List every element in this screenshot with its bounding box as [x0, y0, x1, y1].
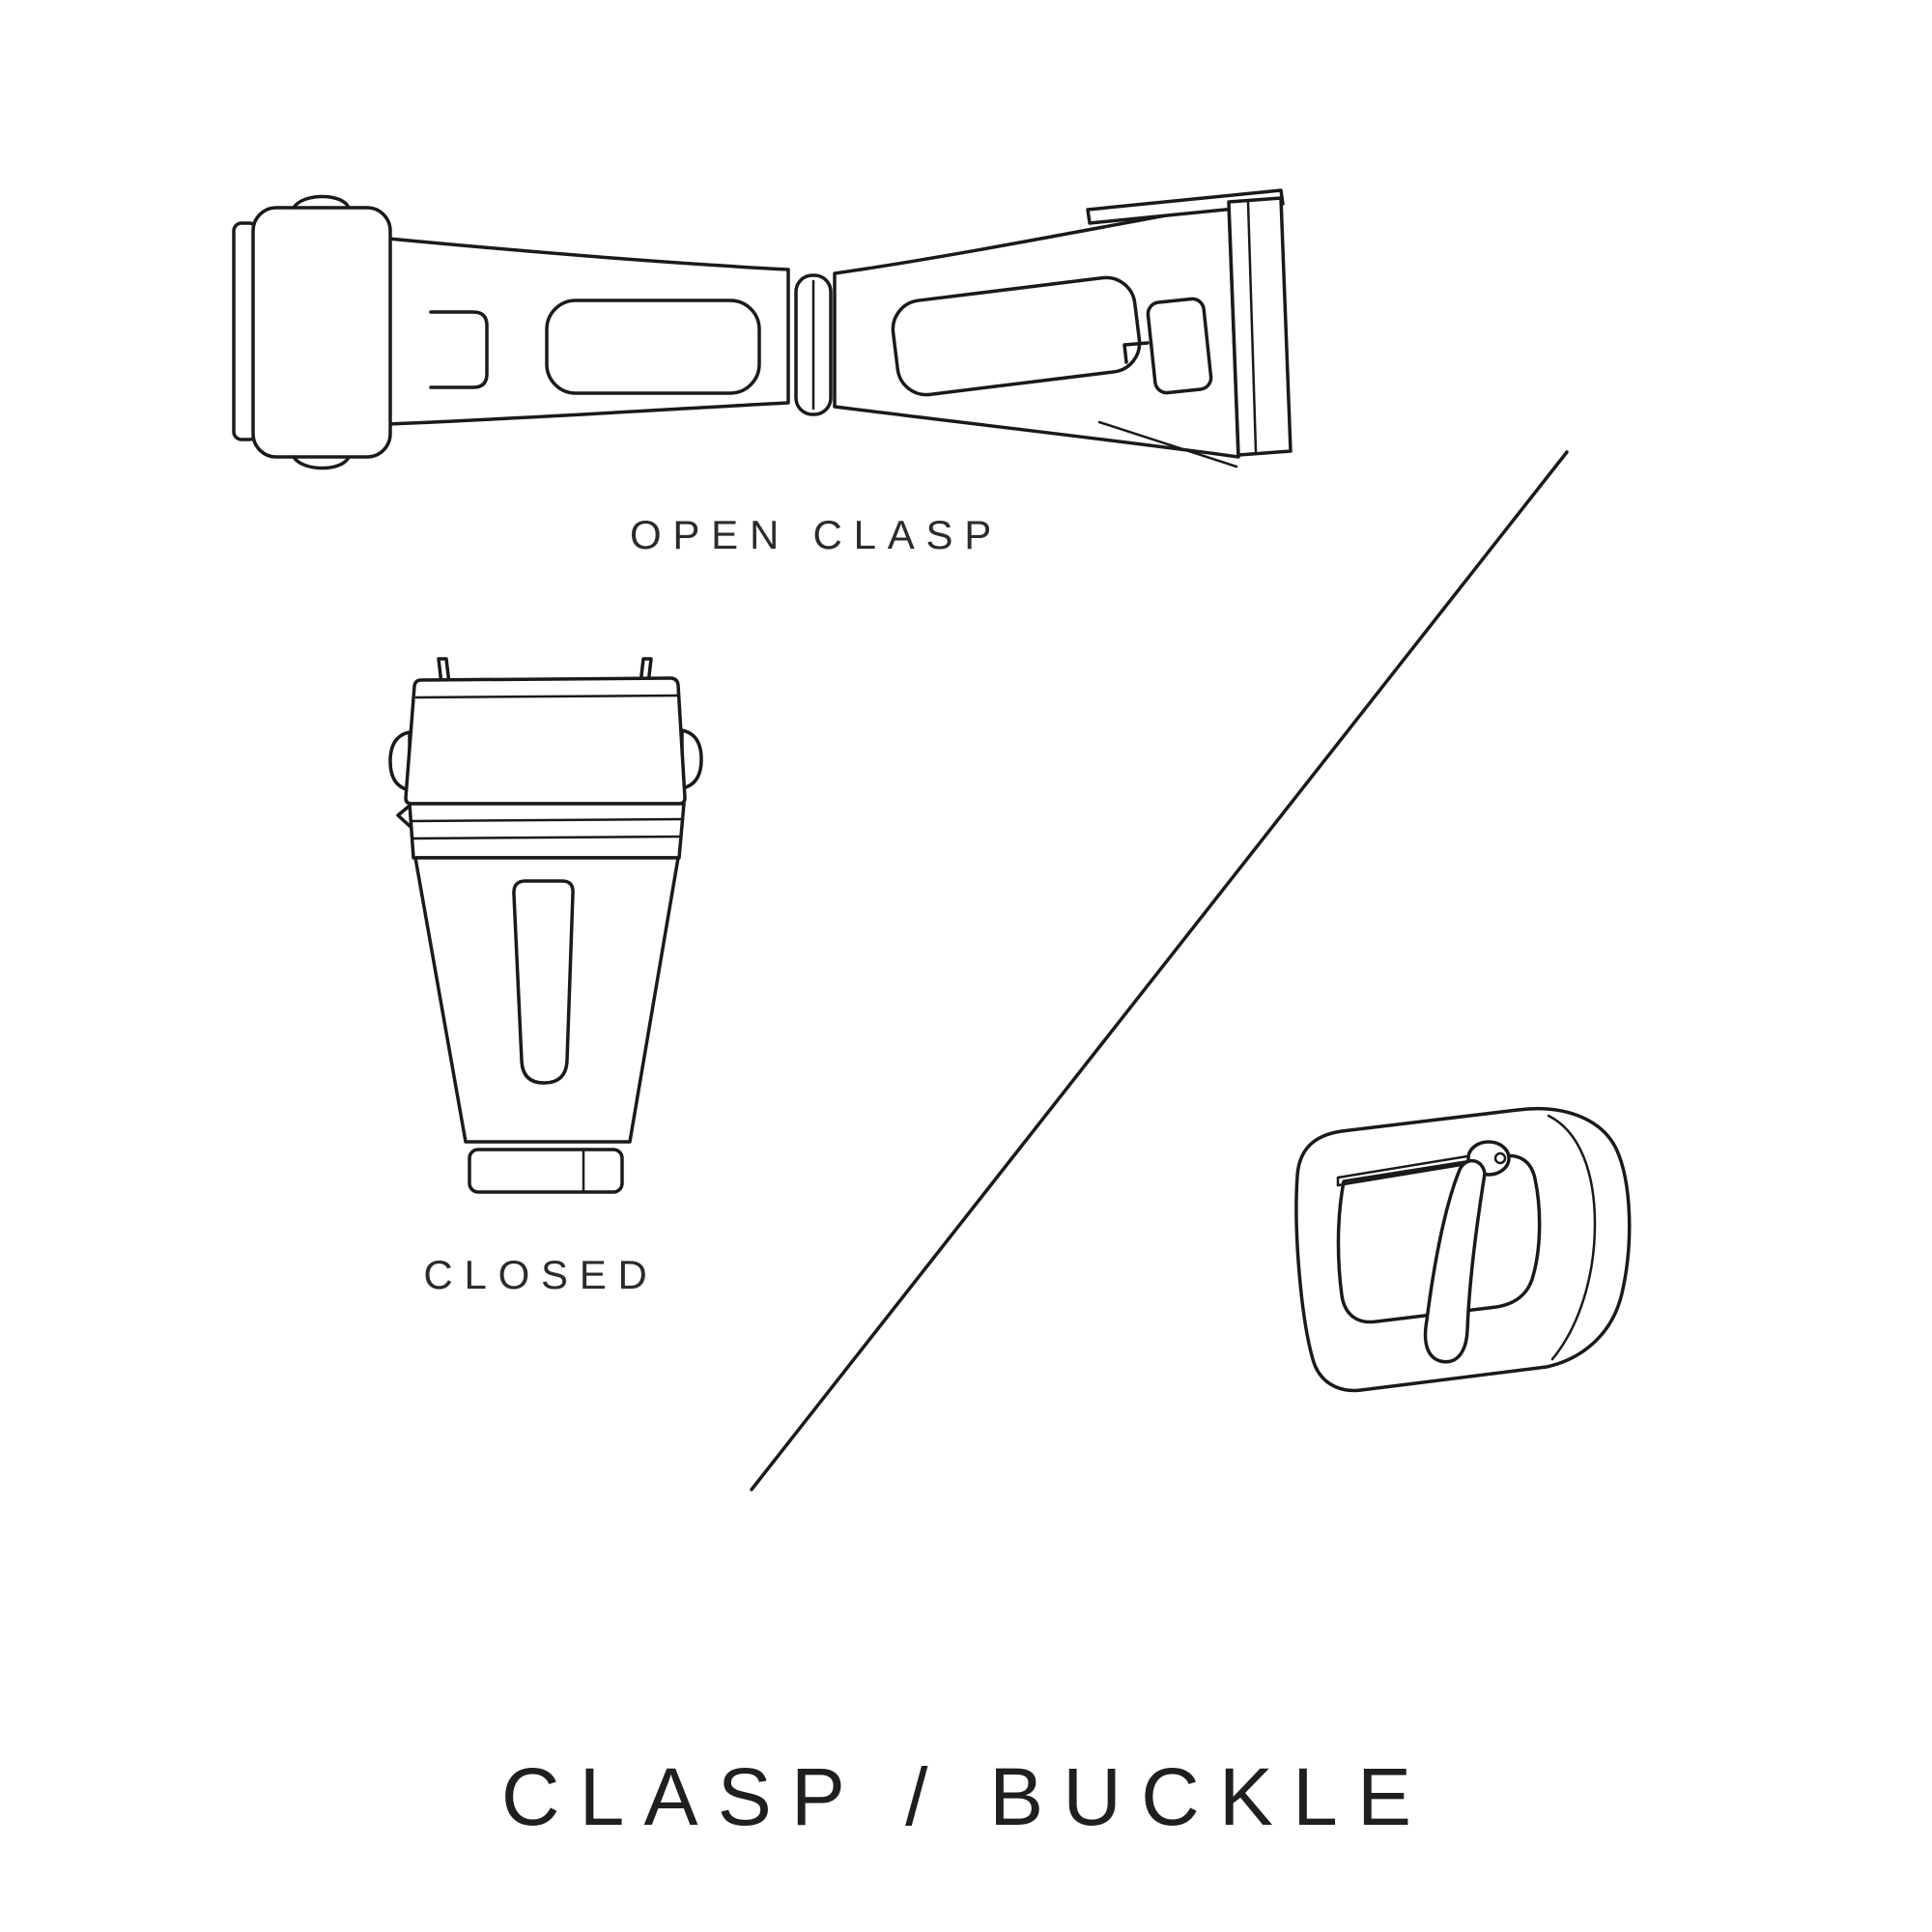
open-clasp-illustration: [232, 188, 1293, 470]
closed-clasp-label: CLOSED: [423, 1252, 659, 1297]
closed-clasp-band: [396, 802, 686, 860]
closed-clasp-ears: [388, 728, 703, 792]
open-clasp-label: OPEN CLASP: [629, 512, 1004, 557]
buckle-spring-bar: [1336, 1152, 1481, 1187]
open-clasp-right-arm: [833, 188, 1293, 469]
closed-clasp-body: [413, 856, 680, 1144]
closed-clasp-illustration: [388, 657, 703, 1194]
buckle-prong: [1423, 1140, 1511, 1364]
open-clasp-head: [232, 194, 392, 470]
closed-clasp-cover: [404, 676, 687, 806]
closed-clasp-foot: [468, 1148, 624, 1194]
buckle-illustration: [1294, 1106, 1632, 1393]
diagram-title: CLASP / BUCKLE: [500, 1751, 1432, 1842]
open-clasp-left-arm: [386, 237, 790, 426]
open-clasp-hinge: [794, 273, 833, 416]
